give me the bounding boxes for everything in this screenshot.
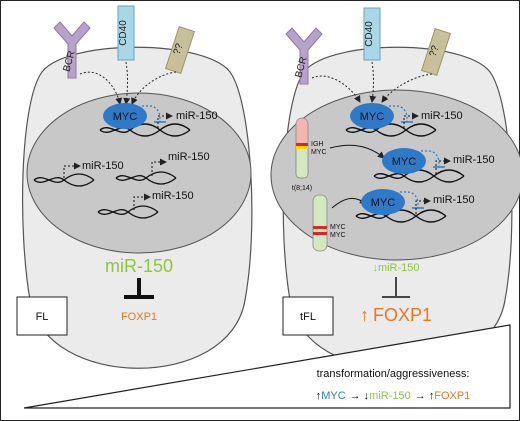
legend-arrow: → (415, 390, 426, 402)
myc-repression (142, 105, 161, 122)
bcr-receptor: BCR (53, 21, 91, 79)
signal-arrow-bcr (79, 71, 123, 105)
fl-cell: BCR CD40 ?? MYC miR-150 miR-150 (16, 5, 253, 369)
myc-protein (103, 103, 147, 129)
chr-myc-label: MYC (311, 149, 327, 156)
myc-locus-1: MYC miR-150 (345, 103, 463, 137)
myc-label: MYC (113, 111, 138, 123)
unknown-label: ?? (428, 44, 442, 58)
cd40-receptor: CD40 (117, 5, 135, 61)
cd40-receptor: CD40 (363, 7, 381, 61)
myc-protein (350, 103, 394, 129)
legend-title: transformation/aggressiveness: (317, 368, 470, 380)
mir150-label: miR-150 (82, 160, 124, 172)
chr-myc-label: MYC (330, 232, 346, 239)
aggressiveness-wedge (23, 324, 511, 409)
fl-foxp1-result: FOXP1 (121, 311, 157, 323)
transcription-arrow (157, 112, 173, 128)
legend-sequence: ↑MYC→↓miR-150→↑FOXP1 (316, 390, 471, 402)
dna-strand (99, 123, 191, 137)
signal-arrow-cd40 (369, 61, 377, 103)
tfl-nucleus (270, 89, 520, 261)
tfl-label: tFL (300, 311, 316, 323)
tfl-foxp1-label: FOXP1 (373, 305, 432, 325)
tfl-mir150-result: ↓miR-150 (372, 262, 419, 274)
mir150-label: miR-150 (421, 110, 463, 122)
legend-foxp1: FOXP1 (434, 390, 470, 402)
myc-protein (382, 148, 426, 174)
mir150-label: miR-150 (152, 190, 194, 202)
bcr-receptor: BCR (285, 27, 323, 85)
legend-up-arrow: ↑ (316, 390, 322, 402)
fl-label: FL (36, 311, 49, 323)
tfl-mir150-label: miR-150 (378, 262, 420, 274)
mir150-locus: miR-150 (33, 160, 124, 187)
mir150-label: miR-150 (168, 151, 210, 163)
myc-label: MYC (371, 197, 396, 209)
amplified-chromosome: MYC MYC (312, 194, 346, 252)
legend-down-arrow: ↓ (364, 390, 370, 402)
myc-label: MYC (392, 156, 417, 168)
legend-myc: MYC (321, 390, 346, 402)
cd40-label: CD40 (364, 21, 375, 47)
legend-mir150: miR-150 (369, 390, 411, 402)
fl-mir150-result: miR-150 (105, 256, 173, 276)
up-arrow: ↑ (360, 305, 369, 325)
tfl-foxp1-result: ↑FOXP1 (360, 305, 432, 325)
unknown-label: ?? (172, 42, 186, 56)
mir150-label: miR-150 (453, 154, 495, 166)
mir150-locus: miR-150 (97, 190, 194, 219)
signal-arrow-bcr (311, 75, 361, 103)
igh-label: IGH (311, 141, 323, 148)
unknown-receptor: ?? (164, 25, 196, 75)
mir150-locus: miR-150 (115, 151, 210, 185)
tfl-cell: BCR CD40 ?? MYC miR-150 (270, 7, 520, 370)
fl-nucleus (26, 92, 252, 254)
translocation-arrow (329, 144, 385, 159)
chr-myc-label: MYC (330, 224, 346, 231)
signal-arrow-unknown (131, 71, 177, 105)
translocation-caption: t(8;14) (292, 185, 312, 192)
tfl-label-box (282, 296, 334, 336)
translocation-chromosome: IGH MYC t(8;14) (292, 117, 327, 192)
unknown-receptor: ?? (420, 27, 452, 77)
myc-locus-3: MYC miR-150 (355, 189, 475, 223)
myc-label: MYC (360, 111, 385, 123)
down-arrow: ↓ (372, 262, 378, 274)
legend-up-arrow: ↑ (429, 390, 435, 402)
myc-protein (361, 189, 405, 215)
myc-locus-2: MYC miR-150 (373, 148, 495, 183)
bcr-label: BCR (62, 50, 78, 73)
cd40-label: CD40 (118, 20, 129, 46)
bcr-label: BCR (294, 56, 310, 79)
legend-arrow: → (350, 390, 361, 402)
signal-arrow-unknown (381, 73, 433, 103)
fl-label-box (16, 296, 68, 336)
mir150-label: miR-150 (176, 110, 218, 122)
mir150-label: miR-150 (433, 194, 475, 206)
